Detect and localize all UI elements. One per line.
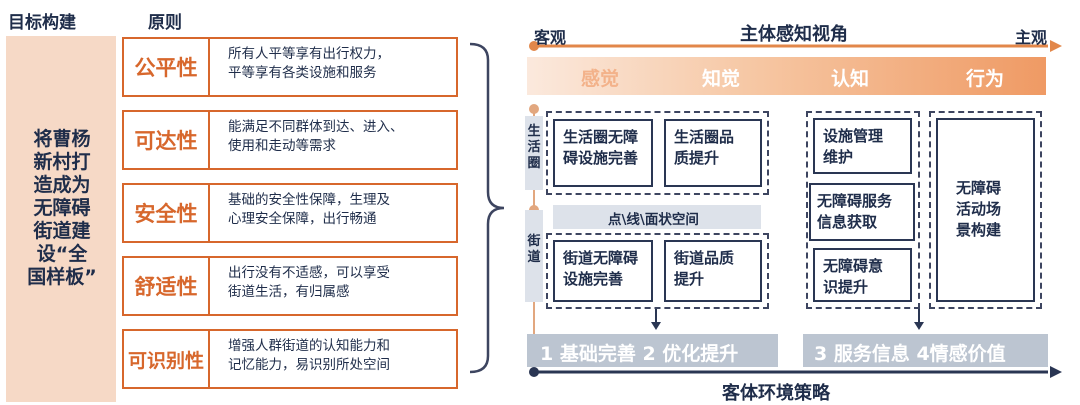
box-info-access: 无障碍服务 信息获取 <box>809 183 915 241</box>
stage-label: 知觉 <box>702 68 741 90</box>
top-axis-dot <box>529 41 539 51</box>
curly-brace <box>469 42 505 374</box>
box-line: 设施完善 <box>563 270 624 288</box>
side-tag-text: 街道 <box>527 234 541 265</box>
behavior-group <box>929 111 1042 309</box>
principle-name: 公平性 <box>122 37 208 97</box>
goal-line: 设“全 <box>36 243 88 265</box>
box-street-facility: 街道无障碍 设施完善 <box>553 240 653 302</box>
stage-band <box>527 57 1046 95</box>
bottom-axis-title: 客体环境策略 <box>722 383 830 404</box>
principle-desc-line: 街道生活，有归属感 <box>228 284 350 300</box>
box-line: 街道无障碍 <box>563 249 639 267</box>
goal-line: 国样板” <box>27 266 97 288</box>
box-line: 无障碍意 <box>823 257 884 275</box>
side-tag-life-circle: 生活圈 <box>525 116 543 190</box>
bottom-axis-dot <box>529 367 539 377</box>
box-line: 碍设施完善 <box>563 149 639 167</box>
strategy-bar-right <box>803 334 1048 367</box>
top-axis-arrowhead <box>1050 40 1062 52</box>
box-line: 街道品质 <box>674 249 735 267</box>
street-group <box>546 233 769 309</box>
principle-name: 安全性 <box>122 183 208 243</box>
principle-desc-line: 心理安全保障，出行畅通 <box>228 211 377 227</box>
goal-line: 将曹杨 <box>33 128 91 150</box>
principle-desc: 所有人平等享有出行权力， 平等享有各类设施和服务 <box>208 37 458 97</box>
box-life-facility: 生活圈无障 碍设施完善 <box>553 119 653 187</box>
box-line: 景构建 <box>956 221 1002 239</box>
goal-line: 造成为 <box>33 174 91 196</box>
principle-desc-line: 增强人群街道的认知能力和 <box>228 338 390 354</box>
principle-desc: 出行没有不适感，可以享受 街道生活，有归属感 <box>208 256 458 316</box>
goal-line: 街道建 <box>33 220 91 242</box>
stage-label: 感觉 <box>581 68 620 90</box>
strategy-bar-left <box>527 334 778 367</box>
box-line: 维护 <box>823 148 854 166</box>
principle-name: 可识别性 <box>122 329 208 389</box>
stage-label: 行为 <box>966 68 1005 90</box>
box-life-quality: 生活圈品 质提升 <box>664 119 762 187</box>
goal-header: 目标构建 <box>8 13 76 33</box>
stage-label: 认知 <box>831 68 870 90</box>
box-line: 活动场 <box>956 200 1002 218</box>
box-scene-build: 无障碍 活动场 景构建 <box>936 118 1035 302</box>
axis-title: 主体感知视角 <box>740 24 848 45</box>
strategy-bar-right-label: 3 服务信息 4情感价值 <box>814 343 1006 365</box>
principle-desc-line: 基础的安全性保障，生理及 <box>228 192 390 208</box>
principle-desc: 增强人群街道的认知能力和 记忆能力，易识别所处空间 <box>208 329 458 389</box>
box-line: 无障碍服务 <box>817 192 893 210</box>
side-tag-text: 生活圈 <box>527 124 541 171</box>
box-line: 无障碍 <box>956 179 1002 197</box>
space-band-label: 点\线\面状空间 <box>608 212 699 228</box>
principles-header: 原则 <box>148 13 182 33</box>
box-street-quality: 街道品质 提升 <box>664 240 762 302</box>
strategy-bar-left-label: 1 基础完善 2 优化提升 <box>540 343 739 365</box>
principle-desc-line: 使用和走动等需求 <box>228 138 336 154</box>
cognition-group <box>806 111 920 309</box>
space-band <box>553 205 761 229</box>
box-line: 设施管理 <box>823 127 884 145</box>
principle-desc: 能满足不同群体到达、进入、 使用和走动等需求 <box>208 110 458 170</box>
axis-left-label: 客观 <box>534 28 567 47</box>
goal-line: 新村打 <box>33 151 91 173</box>
box-facility-mgmt: 设施管理 维护 <box>813 118 912 174</box>
principle-desc-line: 记忆能力，易识别所处空间 <box>228 357 390 373</box>
goal-line: 无障碍 <box>33 197 91 219</box>
box-line: 质提升 <box>674 149 720 167</box>
box-line: 生活圈品 <box>674 128 735 146</box>
principle-desc-line: 平等享有各类设施和服务 <box>228 65 377 81</box>
principle-desc-line: 能满足不同群体到达、进入、 <box>228 119 404 135</box>
principle-name: 可达性 <box>122 110 208 170</box>
down-arrow-right-head <box>914 322 924 330</box>
vertical-axis-dot <box>529 104 539 114</box>
principle-desc-line: 出行没有不适感，可以享受 <box>228 265 390 281</box>
life-circle-group <box>546 111 769 195</box>
principle-desc: 基础的安全性保障，生理及 心理安全保障，出行畅通 <box>208 183 458 243</box>
goal-box <box>6 36 116 402</box>
bottom-axis-arrowhead <box>1050 366 1062 378</box>
side-tag-street: 街道 <box>525 210 543 302</box>
box-line: 提升 <box>674 270 705 288</box>
axis-right-label: 主观 <box>1015 28 1048 47</box>
box-line: 信息获取 <box>817 213 878 231</box>
box-awareness: 无障碍意 识提升 <box>813 248 912 302</box>
box-line: 生活圈无障 <box>563 128 639 146</box>
principle-desc-line: 所有人平等享有出行权力， <box>228 46 390 62</box>
down-arrow-left-head <box>651 322 661 330</box>
principle-name: 舒适性 <box>122 256 208 316</box>
goal-text: 将曹杨 新村打 造成为 无障碍 街道建 设“全 国样板” <box>16 128 108 289</box>
box-line: 识提升 <box>823 278 869 296</box>
